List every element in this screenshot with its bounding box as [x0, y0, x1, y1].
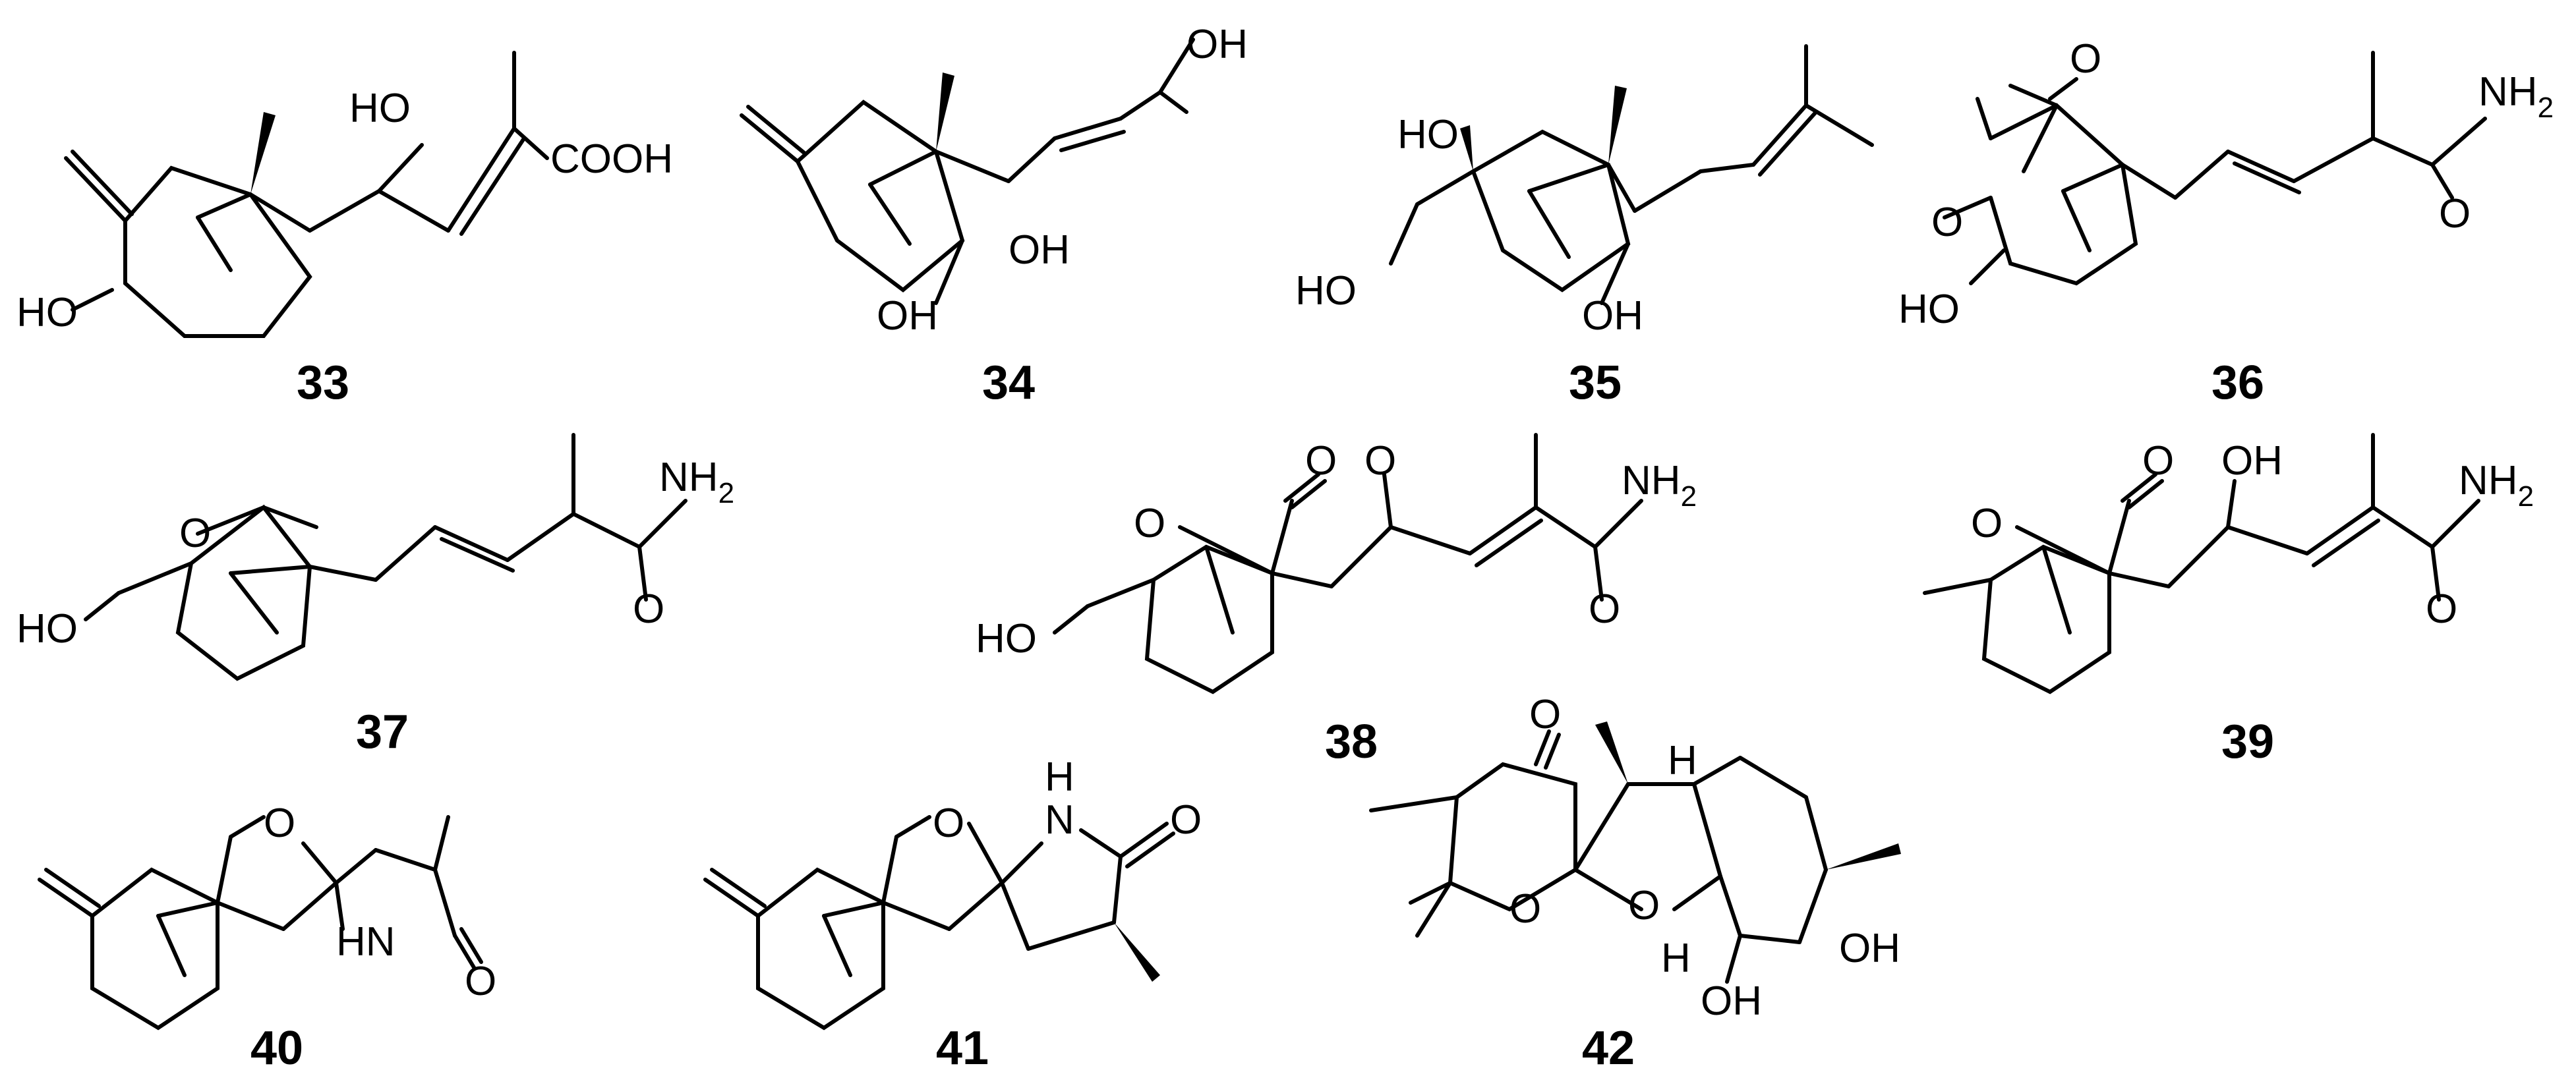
compound-38-label: 38 — [1325, 716, 1378, 768]
compound-40-atom-b: HN — [336, 919, 395, 965]
compound-41-atom-c: O — [1170, 797, 1202, 843]
compound-34-atom-c: OH — [877, 293, 938, 339]
compound-38-atom-b: O — [1305, 438, 1337, 484]
compound-42-atom-c: O — [1628, 883, 1660, 928]
compound-39-atom-c: OH — [2221, 438, 2283, 484]
compound-37: O HO NH2 O 37 — [16, 433, 734, 758]
compound-35-atom-c: OH — [1582, 293, 1643, 339]
compound-40-atom-a: O — [264, 801, 295, 846]
compound-37-bonds — [84, 433, 688, 681]
compound-40-label: 40 — [250, 1022, 303, 1074]
compound-34-atom-b: OH — [1009, 227, 1070, 273]
compound-34: OH OH OH 34 — [740, 22, 1248, 409]
compound-33-label: 33 — [297, 356, 349, 409]
compound-42: O O O H H OH OH 42 — [1369, 692, 1901, 1074]
compound-39-atom-e: O — [2426, 586, 2457, 632]
compound-38-atom-a: O — [1134, 501, 1165, 546]
compound-37-atom-b: HO — [16, 606, 78, 652]
compound-41-bonds — [703, 815, 1175, 1031]
compound-33-atom-b: HO — [16, 290, 78, 335]
compound-36-atom-a: O — [2070, 36, 2101, 82]
compound-35-bonds — [1389, 44, 1874, 305]
compound-39: O O OH NH2 O 39 — [1923, 433, 2534, 768]
compound-35-atom-b: HO — [1295, 268, 1357, 314]
compound-34-label: 34 — [982, 356, 1035, 409]
compound-38-atom-e: O — [1589, 586, 1620, 632]
compound-42-atom-h2: H — [1661, 936, 1691, 981]
compound-42-bonds — [1369, 721, 1901, 984]
compound-33-atom-c: COOH — [550, 136, 673, 182]
compound-36-atom-d: NH2 — [2478, 69, 2554, 124]
compound-37-atom-d: NH2 — [659, 455, 734, 509]
compound-36-label: 36 — [2211, 356, 2264, 409]
compound-37-label: 37 — [356, 706, 409, 758]
compound-33: HO HO COOH 33 — [16, 51, 673, 409]
compound-41-atom-a: O — [933, 801, 964, 846]
compound-42-atom-b: O — [1509, 886, 1541, 932]
compound-39-atom-a: O — [1971, 501, 2003, 546]
compound-35-label: 35 — [1569, 356, 1622, 409]
compound-38-bonds — [1053, 433, 1643, 694]
compound-33-bonds — [64, 51, 549, 338]
compound-35-atom-a: HO — [1397, 112, 1459, 157]
compound-42-atom-a: O — [1529, 692, 1561, 737]
compound-34-bonds — [740, 38, 1195, 305]
compound-35: HO HO OH 35 — [1295, 44, 1874, 409]
compound-40-bonds — [38, 815, 483, 1031]
compound-41-label: 41 — [936, 1022, 989, 1074]
compound-38-atom-f: HO — [976, 616, 1037, 662]
compound-38-atom-d: NH2 — [1622, 458, 1697, 513]
compound-41-atom-b: H — [1045, 754, 1074, 800]
compound-39-atom-d: NH2 — [2459, 458, 2534, 513]
compound-42-atom-oh2: OH — [1701, 978, 1762, 1024]
compound-33-atom-a: HO — [349, 86, 411, 131]
compound-39-label: 39 — [2221, 716, 2274, 768]
compound-40-atom-c: O — [465, 959, 496, 1004]
compound-40: O HN O 40 — [38, 801, 496, 1074]
compound-42-atom-h1: H — [1668, 738, 1697, 783]
compound-39-atom-b: O — [2142, 438, 2174, 484]
compound-37-atom-e: O — [633, 586, 664, 632]
compound-37-atom-a: O — [179, 511, 211, 556]
compound-36-atom-b: O — [1931, 200, 1963, 245]
compound-41-atom-b2: N — [1045, 797, 1074, 843]
compound-41: O H N O 41 — [703, 754, 1202, 1074]
compound-34-atom-a: OH — [1186, 22, 1248, 67]
compound-38: O O O HO NH2 O 38 — [976, 433, 1697, 768]
compound-39-bonds — [1923, 433, 2480, 694]
compound-36-atom-c: HO — [1898, 287, 1960, 332]
compound-42-label: 42 — [1582, 1022, 1635, 1074]
compound-36: O O HO NH2 O 36 — [1898, 36, 2554, 409]
compound-36-atom-e: O — [2439, 191, 2471, 237]
compound-38-atom-c: O — [1364, 438, 1396, 484]
compound-36-bonds — [1943, 51, 2487, 286]
compound-42-atom-oh1: OH — [1839, 926, 1900, 971]
